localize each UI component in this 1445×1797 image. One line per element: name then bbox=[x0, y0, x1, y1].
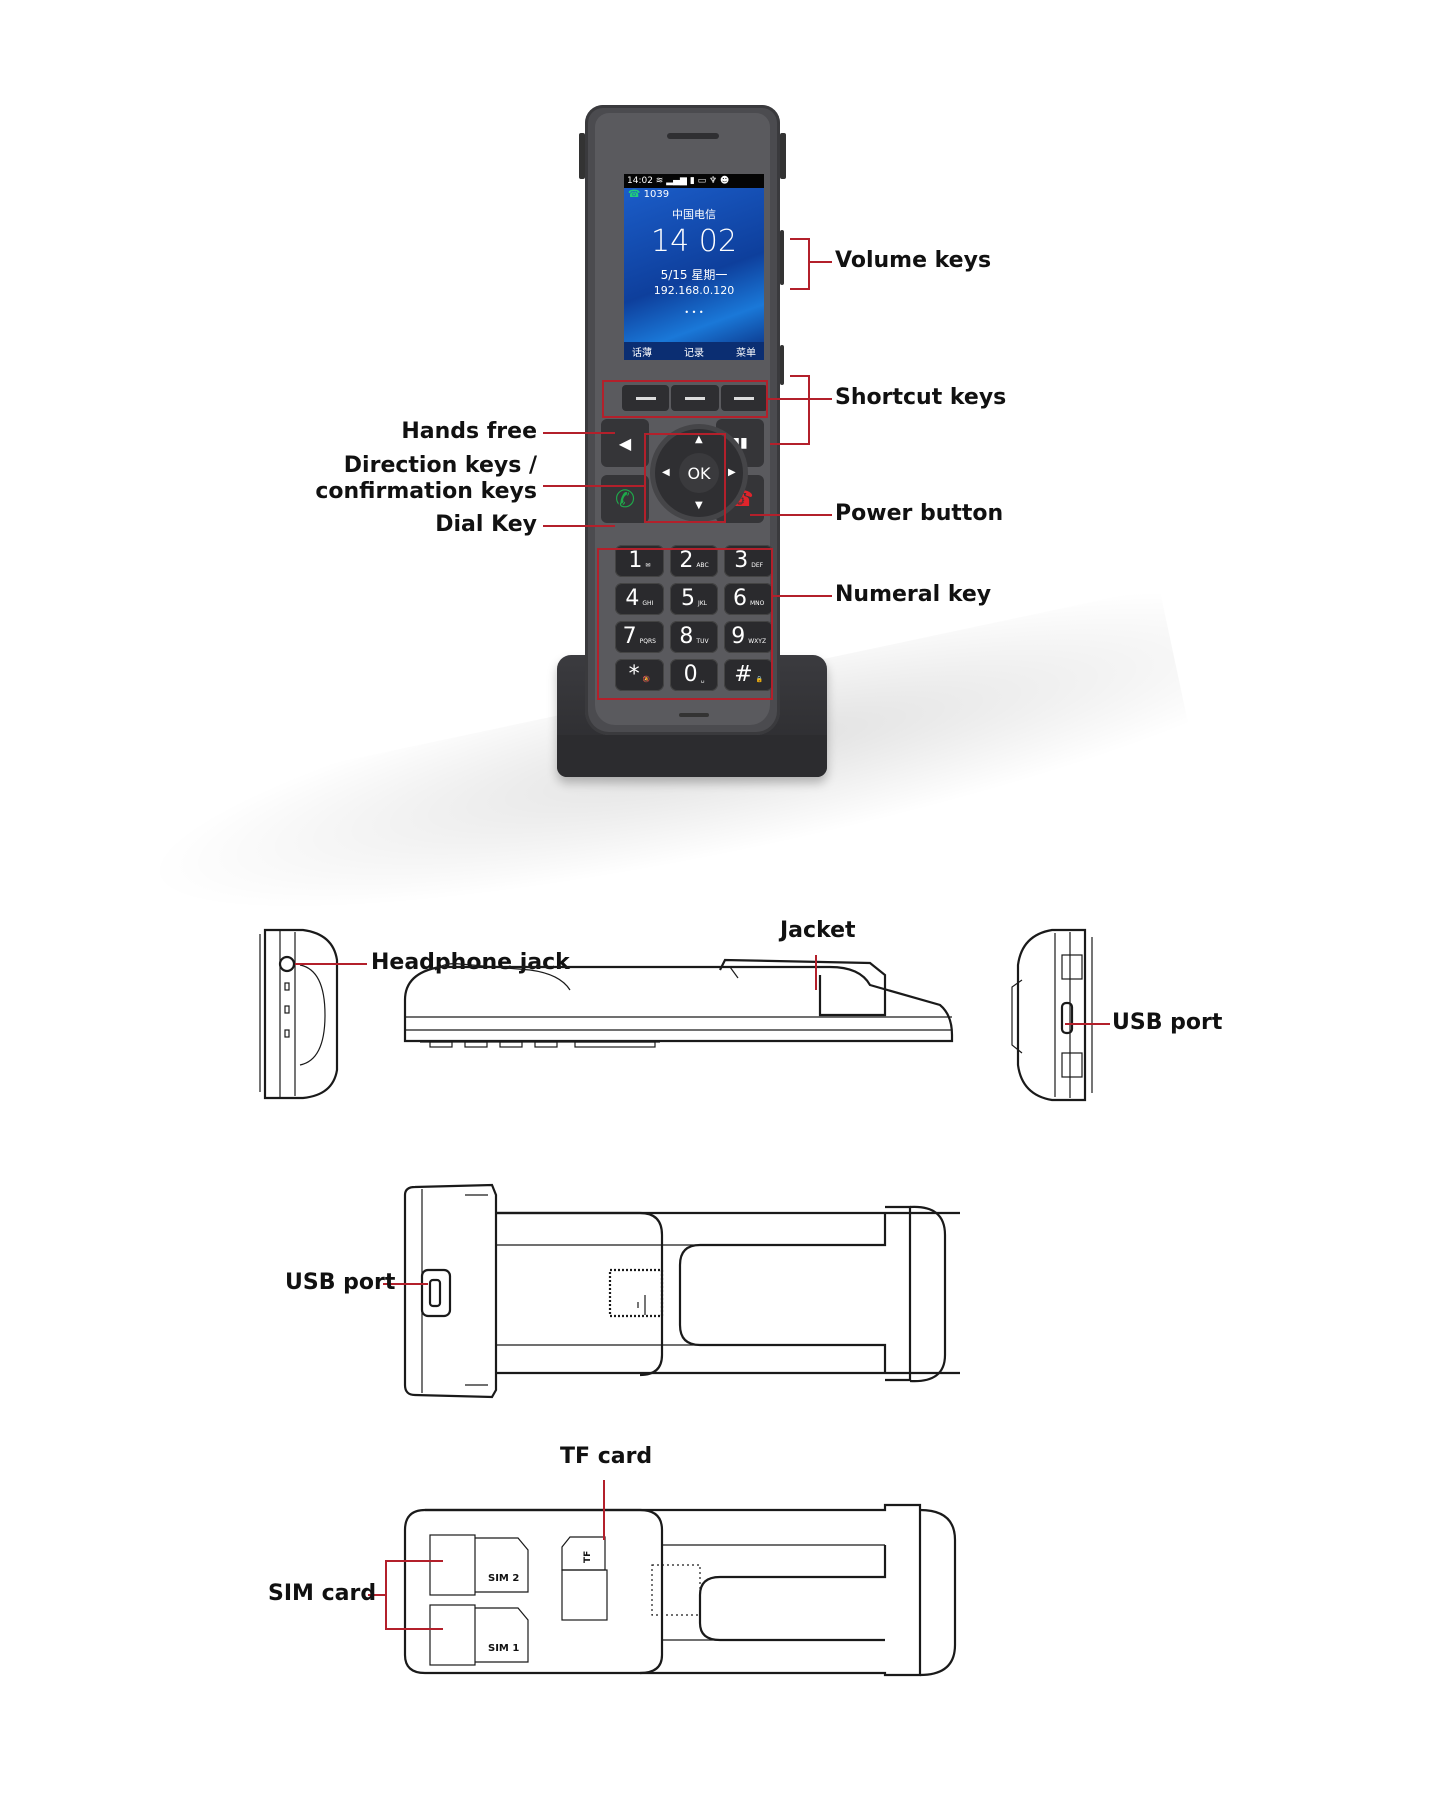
label-sim-card: SIM card bbox=[268, 1581, 377, 1606]
label-direction-keys: Direction keys / bbox=[343, 453, 537, 478]
back-view-card-slots: SIM 2 SIM 1 TF bbox=[403, 1503, 957, 1677]
shortcut-key-right[interactable] bbox=[720, 385, 768, 411]
key-1[interactable]: 1✉ bbox=[615, 545, 664, 577]
extension-number: 1039 bbox=[643, 189, 670, 200]
svg-text:SIM 2: SIM 2 bbox=[488, 1573, 519, 1584]
label-shortcut-keys: Shortcut keys bbox=[835, 385, 1007, 410]
shortcut-keys-highlight bbox=[602, 380, 768, 418]
ok-button[interactable]: OK bbox=[679, 453, 719, 493]
side-profile-view bbox=[403, 958, 954, 1048]
label-jacket: Jacket bbox=[780, 918, 856, 943]
earpiece-grille bbox=[667, 133, 719, 139]
carrier-name: 中国电信 bbox=[672, 208, 716, 221]
speaker-icon: ◀ bbox=[618, 433, 632, 453]
book-icon: ▮▮ bbox=[732, 435, 748, 451]
label-usb-port-back: USB port bbox=[285, 1270, 396, 1295]
label-hands-free: Hands free bbox=[401, 419, 537, 444]
arrow-up-icon[interactable]: ▲ bbox=[695, 434, 703, 445]
label-usb-port-end: USB port bbox=[1112, 1010, 1223, 1035]
page-indicator: • • • bbox=[684, 308, 704, 317]
hands-free-key[interactable]: ◀ bbox=[601, 419, 649, 467]
svg-text:SIM 1: SIM 1 bbox=[488, 1643, 519, 1654]
svg-text:TF: TF bbox=[583, 1551, 593, 1563]
dial-key[interactable]: ✆ bbox=[601, 475, 649, 523]
arrow-right-icon[interactable]: ▶ bbox=[728, 467, 736, 478]
phone-handset: 14:02 ≋ ▂▄▆ ▮ ▭ ♆ ☻ ☎ 1039 中国电信 14 02 5/… bbox=[579, 105, 786, 735]
numeral-keys-highlight bbox=[597, 548, 773, 700]
cradle-front bbox=[557, 735, 827, 777]
arrow-down-icon[interactable]: ▼ bbox=[695, 500, 703, 511]
label-dial-key: Dial Key bbox=[435, 512, 537, 537]
right-side-button bbox=[780, 133, 786, 179]
top-end-view bbox=[1011, 928, 1093, 1102]
arrow-left-icon[interactable]: ◀ bbox=[662, 467, 670, 478]
softkey-menu: 菜单 bbox=[736, 347, 756, 359]
phone-status-icon: ☎ bbox=[628, 189, 641, 200]
date: 5/15 星期一 bbox=[660, 268, 728, 282]
lcd-screen: 14:02 ≋ ▂▄▆ ▮ ▭ ♆ ☻ ☎ 1039 中国电信 14 02 5/… bbox=[624, 174, 764, 360]
label-numeral-key: Numeral key bbox=[835, 582, 992, 607]
key-hash[interactable]: #🔒 bbox=[724, 659, 773, 691]
clock: 14 02 bbox=[651, 224, 737, 259]
shortcut-keys bbox=[622, 385, 768, 411]
direction-pad[interactable]: ▲ ▼ ◀ ▶ OK bbox=[655, 429, 743, 517]
softkey-records: 记录 bbox=[684, 347, 704, 359]
back-view-belt-clip bbox=[403, 1183, 960, 1399]
shortcut-key-middle[interactable] bbox=[671, 385, 719, 411]
softkey-contacts: 话薄 bbox=[632, 347, 652, 359]
softkey-bar: 话薄 记录 菜单 bbox=[624, 342, 764, 360]
shortcut-key-left[interactable] bbox=[622, 385, 670, 411]
label-power-button: Power button bbox=[835, 501, 1004, 526]
volume-rocker bbox=[780, 230, 784, 285]
label-confirmation-keys: confirmation keys bbox=[315, 479, 537, 504]
bottom-end-view bbox=[259, 928, 339, 1100]
dial-phone-icon: ✆ bbox=[614, 485, 636, 513]
left-side-button bbox=[579, 133, 585, 179]
wallpaper bbox=[624, 188, 764, 346]
microphone-hole bbox=[679, 713, 709, 717]
ip-address: 192.168.0.120 bbox=[653, 284, 735, 297]
key-0[interactable]: 0␣ bbox=[669, 659, 719, 691]
side-shortcut-button bbox=[780, 345, 784, 385]
phone-face: 14:02 ≋ ▂▄▆ ▮ ▭ ♆ ☻ ☎ 1039 中国电信 14 02 5/… bbox=[595, 113, 773, 725]
direction-keys-highlight bbox=[644, 433, 726, 523]
label-tf-card: TF card bbox=[560, 1444, 653, 1469]
label-volume-keys: Volume keys bbox=[835, 248, 992, 273]
status-bar: 14:02 ≋ ▂▄▆ ▮ ▭ ♆ ☻ bbox=[624, 174, 764, 188]
key-star[interactable]: *🔕 bbox=[615, 659, 664, 691]
